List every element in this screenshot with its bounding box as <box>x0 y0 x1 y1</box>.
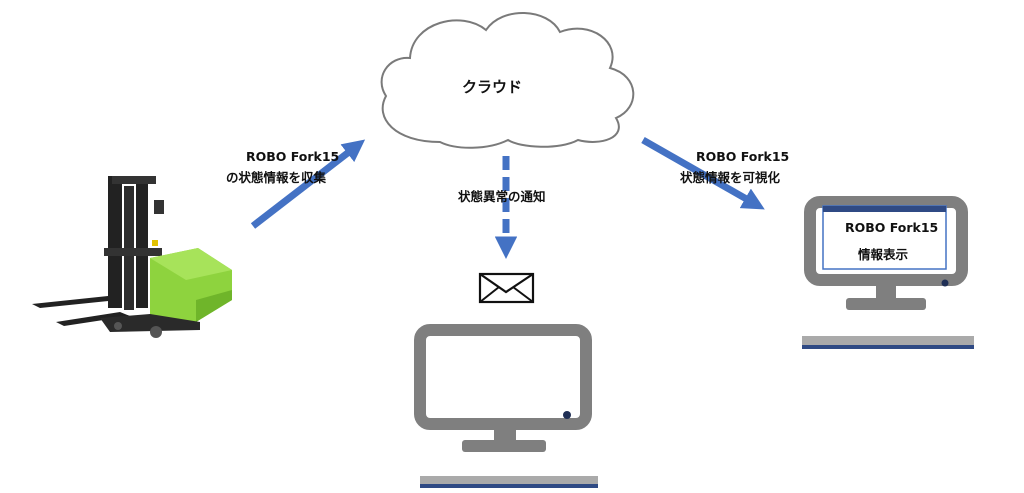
collect-arrow <box>250 139 366 229</box>
forklift-image <box>32 176 232 338</box>
screen-subtitle: 情報表示 <box>858 247 909 262</box>
collect-label-line1: ROBO Fork15 <box>246 149 340 164</box>
envelope-icon <box>478 272 535 304</box>
center-computer <box>414 324 598 488</box>
right-computer <box>802 196 974 349</box>
visualize-label-line1: ROBO Fork15 <box>696 149 790 164</box>
notify-label: 状態異常の通知 <box>458 189 546 204</box>
cloud-label: クラウド <box>462 78 523 96</box>
cloud-shape <box>380 12 635 149</box>
collect-label-line2: の状態情報を収集 <box>226 170 327 185</box>
visualize-label-line2: 状態情報を可視化 <box>680 170 781 185</box>
visualize-arrow <box>641 136 765 210</box>
screen-title: ROBO Fork15 <box>845 220 939 235</box>
